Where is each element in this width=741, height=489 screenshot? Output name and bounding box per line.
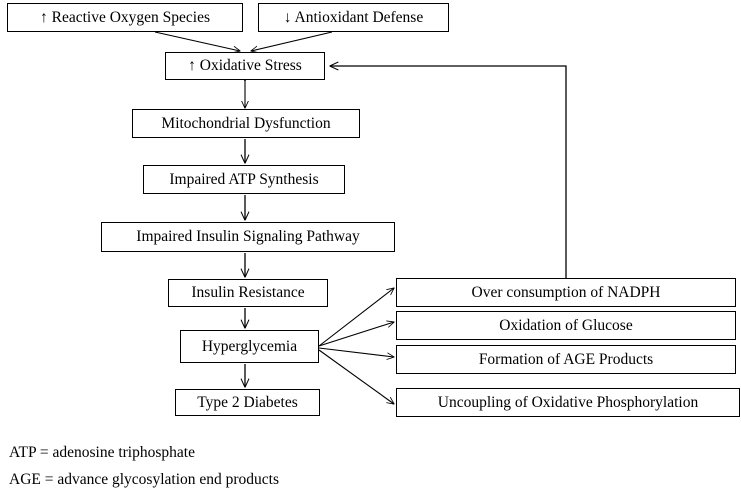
- node-mitochondrial-dysfunction[interactable]: Mitochondrial Dysfunction: [132, 109, 360, 138]
- edge-feedback-loop-to-oxidative-stress: [330, 66, 567, 278]
- edge-hyperglycemia-to-oxidation-glucose: [318, 322, 394, 347]
- node-label: ↓ Antioxidant Defense: [283, 8, 424, 26]
- node-oxidation-of-glucose[interactable]: Oxidation of Glucose: [396, 311, 736, 340]
- edge-antioxidant-to-oxidative-stress: [251, 31, 333, 51]
- node-label: Formation of AGE Products: [478, 350, 654, 368]
- legend-age: AGE = advance glycosylation end products: [9, 472, 279, 488]
- edge-hyperglycemia-to-age-products: [318, 347, 394, 357]
- node-antioxidant-defense[interactable]: ↓ Antioxidant Defense: [258, 3, 449, 32]
- edge-hyperglycemia-to-nadph: [318, 288, 394, 347]
- node-label: ↑ Oxidative Stress: [188, 57, 302, 75]
- node-type-2-diabetes[interactable]: Type 2 Diabetes: [175, 389, 320, 416]
- node-label: Over consumption of NADPH: [471, 283, 661, 301]
- node-label: Mitochondrial Dysfunction: [161, 114, 331, 132]
- edge-hyperglycemia-to-uncoupling: [318, 349, 394, 404]
- node-label: Uncoupling of Oxidative Phosphorylation: [437, 393, 699, 411]
- legend-text: AGE = advance glycosylation end products: [9, 471, 280, 488]
- node-label: Insulin Resistance: [191, 284, 305, 302]
- node-impaired-insulin-signaling-pathway[interactable]: Impaired Insulin Signaling Pathway: [101, 222, 395, 252]
- node-uncoupling-of-oxidative-phosphorylation[interactable]: Uncoupling of Oxidative Phosphorylation: [396, 388, 740, 417]
- node-label: Impaired ATP Synthesis: [169, 170, 319, 188]
- edge-ros-to-oxidative-stress: [154, 31, 240, 51]
- node-label: ↑ Reactive Oxygen Species: [39, 8, 210, 26]
- node-label: Impaired Insulin Signaling Pathway: [136, 228, 360, 246]
- node-reactive-oxygen-species[interactable]: ↑ Reactive Oxygen Species: [7, 3, 243, 32]
- legend-atp: ATP = adenosine triphosphate: [9, 445, 195, 461]
- node-oxidative-stress[interactable]: ↑ Oxidative Stress: [165, 52, 325, 80]
- node-hyperglycemia[interactable]: Hyperglycemia: [180, 330, 319, 363]
- node-impaired-atp-synthesis[interactable]: Impaired ATP Synthesis: [143, 165, 345, 194]
- legend-text: ATP = adenosine triphosphate: [9, 444, 195, 461]
- node-label: Oxidation of Glucose: [499, 316, 633, 334]
- node-insulin-resistance[interactable]: Insulin Resistance: [168, 279, 328, 307]
- node-over-consumption-of-nadph[interactable]: Over consumption of NADPH: [396, 278, 736, 307]
- node-label: Hyperglycemia: [201, 337, 298, 355]
- node-formation-of-age-products[interactable]: Formation of AGE Products: [396, 345, 736, 374]
- node-label: Type 2 Diabetes: [197, 393, 298, 411]
